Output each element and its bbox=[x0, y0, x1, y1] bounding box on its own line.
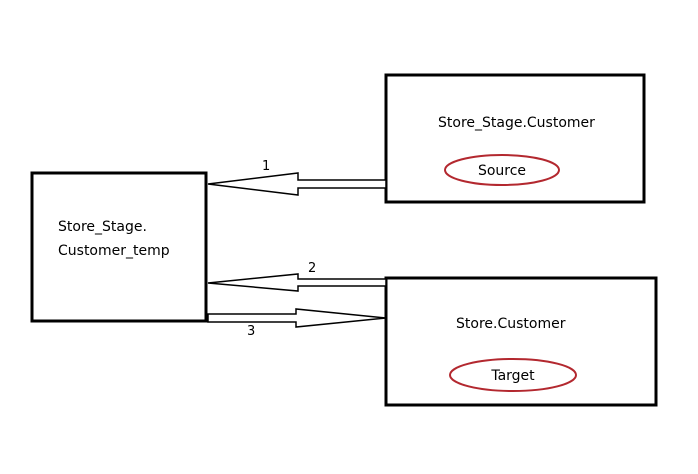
arrow-1-label: 1 bbox=[262, 159, 270, 174]
arrow-3-label: 3 bbox=[247, 324, 255, 339]
arrow-3: 3 bbox=[207, 308, 387, 339]
target-table-name: Store.Customer bbox=[456, 316, 566, 332]
arrow-2: 2 bbox=[207, 261, 387, 292]
temp-table-name-line2: Customer_temp bbox=[58, 243, 170, 259]
arrow-2-label: 2 bbox=[308, 261, 316, 276]
target-badge bbox=[449, 358, 577, 392]
target-table-box: Store.Customer Target bbox=[384, 276, 658, 407]
temp-table-box: Store_Stage. Customer_temp bbox=[30, 171, 208, 323]
source-badge bbox=[444, 154, 560, 186]
source-badge-label: Source bbox=[478, 163, 526, 179]
temp-table-name-line1: Store_Stage. bbox=[58, 219, 147, 235]
arrow-1: 1 bbox=[207, 159, 387, 196]
target-badge-label: Target bbox=[490, 368, 535, 384]
source-table-box: Store_Stage.Customer Source bbox=[384, 73, 646, 204]
source-table-name: Store_Stage.Customer bbox=[438, 115, 595, 131]
